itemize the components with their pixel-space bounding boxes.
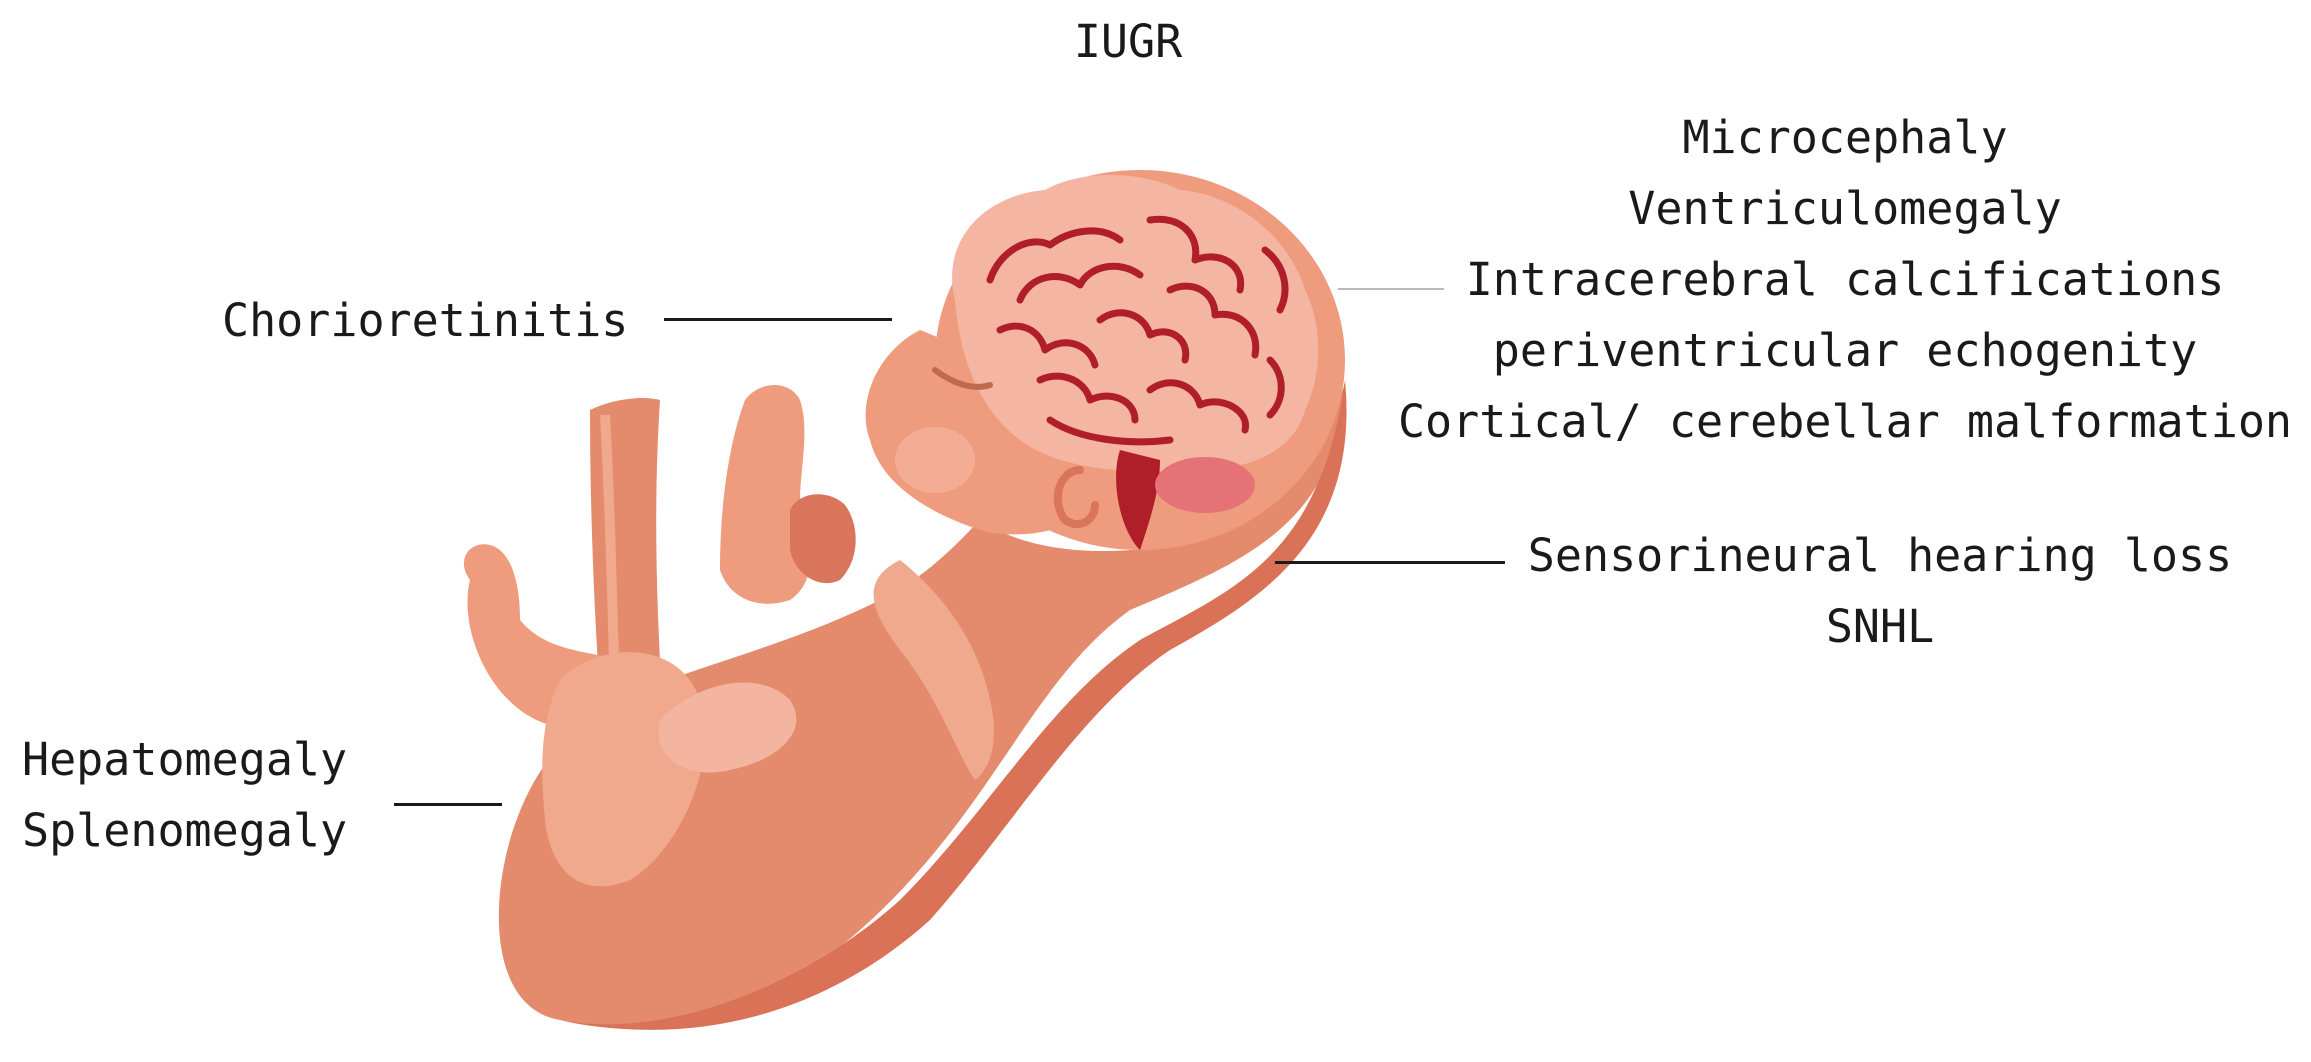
closed-eye	[932, 367, 993, 390]
label-ventriculomegaly: Ventriculomegaly	[1628, 182, 2062, 235]
body-shade	[873, 560, 995, 780]
fetus-body	[498, 380, 1345, 1029]
label-chorioretinitis: Chorioretinitis	[222, 294, 629, 347]
label-snhl: SNHL	[1825, 600, 1935, 653]
cerebellum	[1155, 457, 1255, 513]
leader-line-abdomen	[394, 803, 502, 806]
ear	[1053, 466, 1099, 528]
cheek	[895, 427, 975, 493]
brain-gyri	[986, 215, 1289, 446]
fetus-brain	[952, 175, 1319, 472]
second-hand	[790, 494, 856, 584]
thigh	[542, 652, 706, 887]
brainstem	[1116, 450, 1160, 550]
foot	[463, 544, 520, 620]
label-microcephaly: Microcephaly	[1682, 111, 2008, 164]
label-sensorineural-hearing-loss: Sensorineural hearing loss	[1527, 529, 2233, 582]
arm-hand	[720, 385, 810, 604]
belly-highlight	[658, 682, 797, 773]
leader-line-brain	[1338, 288, 1444, 290]
diagram-title: IUGR	[1073, 15, 1183, 68]
leader-line-hearing	[1275, 561, 1505, 564]
label-periventricular-echogenity: periventricular echogenity	[1492, 324, 2198, 377]
leader-line-eye	[664, 318, 892, 321]
label-cortical-cerebellar-malformation: Cortical/ cerebellar malformation	[1397, 395, 2293, 448]
label-hepatomegaly: Hepatomegaly	[22, 733, 348, 786]
label-intracerebral-calcifications: Intracerebral calcifications	[1465, 253, 2225, 306]
label-splenomegaly: Splenomegaly	[22, 804, 348, 857]
